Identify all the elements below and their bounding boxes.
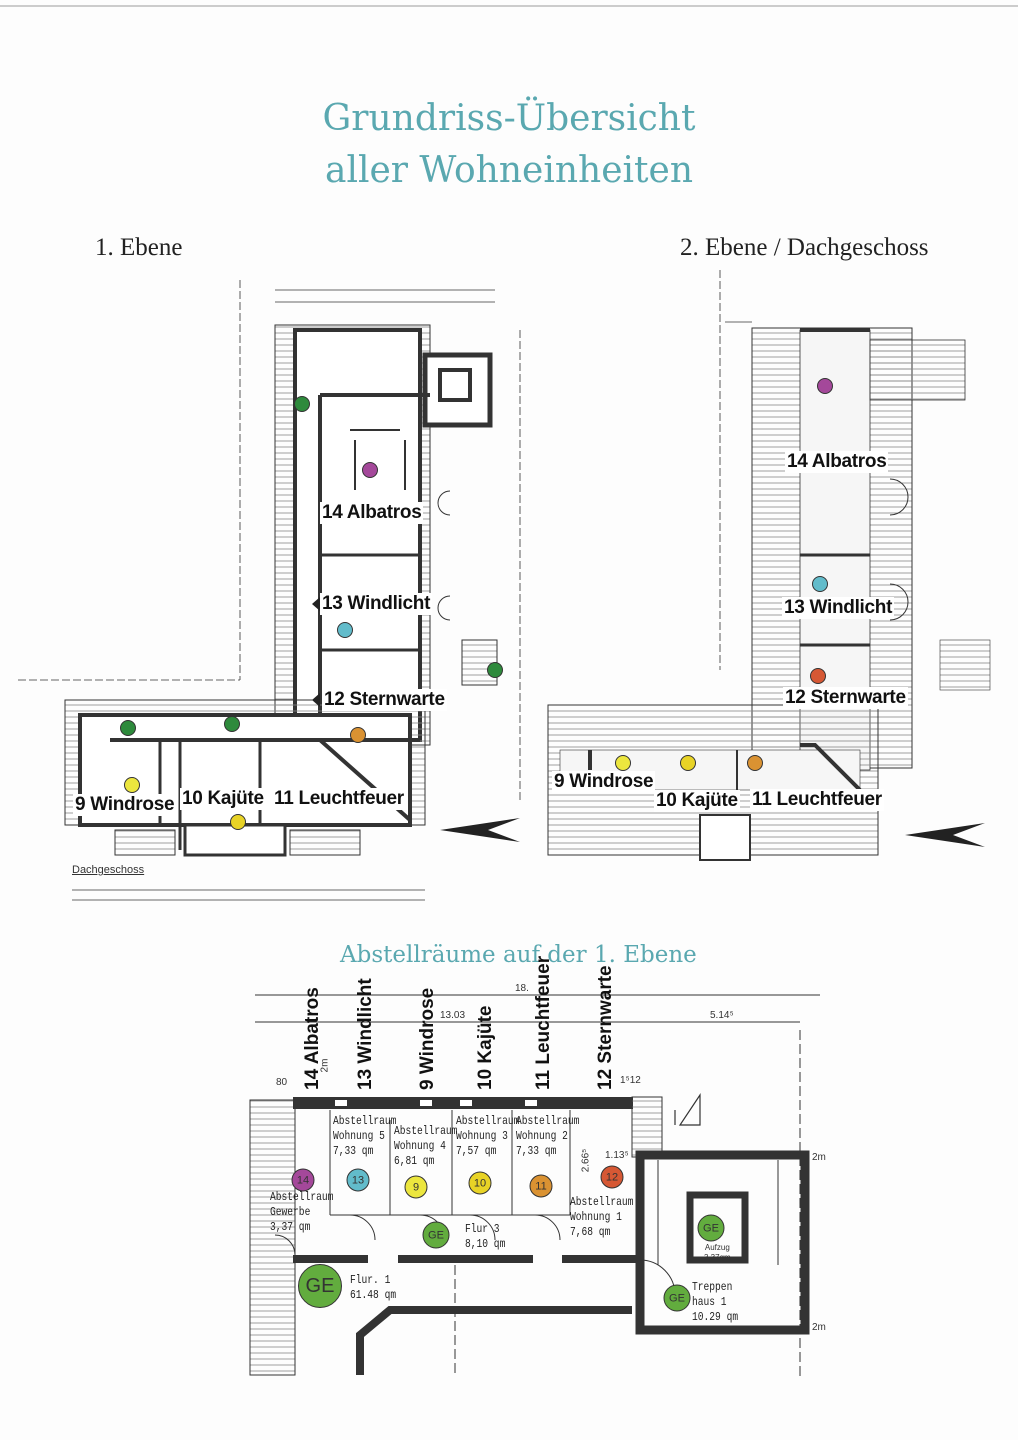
- unit-label-windrose-2: 9 Windrose: [552, 771, 656, 793]
- marker-12: 12: [600, 1165, 624, 1189]
- marker-ge: GE: [663, 1284, 691, 1312]
- storage-label-sternwarte: 12 Sternwarte: [595, 965, 616, 1090]
- unit-label-albatros: 14 Albatros: [320, 502, 424, 524]
- dimension-label: 2.66⁵: [580, 1148, 592, 1173]
- marker-11: [747, 755, 763, 771]
- marker-ge: [224, 716, 240, 732]
- unit-label-sternwarte-2: 12 Sternwarte: [783, 687, 908, 709]
- unit-label-windlicht-2: 13 Windlicht: [782, 597, 895, 619]
- unit-label-kajuete-2: 10 Kajüte: [654, 790, 740, 812]
- marker-14: 14: [291, 1168, 315, 1192]
- unit-label-sternwarte: 12 Sternwarte: [322, 689, 447, 711]
- marker-13: 13: [346, 1168, 370, 1192]
- dimension-label: 5.14⁵: [710, 1010, 734, 1021]
- storage-label-kajuete: 10 Kajüte: [475, 1005, 496, 1090]
- plan-caption: Dachgeschoss: [72, 864, 145, 876]
- unit-label-leuchtfeuer: 11 Leuchtfeuer: [272, 788, 406, 810]
- marker-9: [615, 755, 631, 771]
- page-title-line-2: aller Wohneinheiten: [324, 150, 693, 191]
- marker-ge: [120, 720, 136, 736]
- storage-label-windlicht: 13 Windlicht: [355, 978, 376, 1090]
- marker-9: [124, 777, 140, 793]
- marker-ge-large: GE: [298, 1264, 342, 1308]
- marker-10: [680, 755, 696, 771]
- page-title-line-1: Grundriss-Übersicht: [322, 98, 696, 139]
- marker-ge: [294, 396, 310, 412]
- dimension-label: 18.: [515, 983, 529, 994]
- marker-10: [230, 814, 246, 830]
- storage-label-windrose: 9 Windrose: [417, 987, 438, 1090]
- marker-14: [362, 462, 378, 478]
- marker-14: [817, 378, 833, 394]
- unit-label-windrose: 9 Windrose: [73, 794, 177, 816]
- dimension-label: 1.13⁵: [605, 1150, 629, 1161]
- unit-label-albatros-2: 14 Albatros: [785, 451, 889, 473]
- level-heading-first: 1. Ebene: [95, 234, 183, 261]
- unit-label-windlicht: 13 Windlicht: [320, 593, 433, 615]
- marker-ge: [487, 662, 503, 678]
- dimension-label: 2m: [812, 1152, 826, 1163]
- level-heading-second: 2. Ebene / Dachgeschoss: [680, 234, 929, 261]
- dimension-label: 1⁵12: [620, 1075, 641, 1086]
- marker-13: [812, 576, 828, 592]
- marker-12: [350, 727, 366, 743]
- dimension-label: 80: [276, 1077, 288, 1088]
- marker-ge: GE: [697, 1214, 725, 1242]
- marker-10: 10: [468, 1171, 492, 1195]
- plan-storage-detail: [249, 994, 820, 1380]
- marker-13: [337, 622, 353, 638]
- marker-11: 11: [529, 1174, 553, 1198]
- storage-subtitle: Abstellräume auf der 1. Ebene: [340, 942, 697, 968]
- storage-label-albatros: 14 Albatros: [302, 987, 323, 1090]
- dimension-label: 2m: [319, 1058, 331, 1073]
- dimension-label: 2m: [812, 1322, 826, 1333]
- unit-label-kajuete: 10 Kajüte: [180, 788, 266, 810]
- marker-ge: GE: [422, 1221, 450, 1249]
- unit-label-leuchtfeuer-2: 11 Leuchtfeuer: [750, 789, 884, 811]
- marker-9: 9: [404, 1175, 428, 1199]
- marker-12: [810, 668, 826, 684]
- dimension-label: 13.03: [440, 1010, 466, 1021]
- storage-label-leuchtfeuer: 11 Leuchtfeuer: [533, 955, 554, 1090]
